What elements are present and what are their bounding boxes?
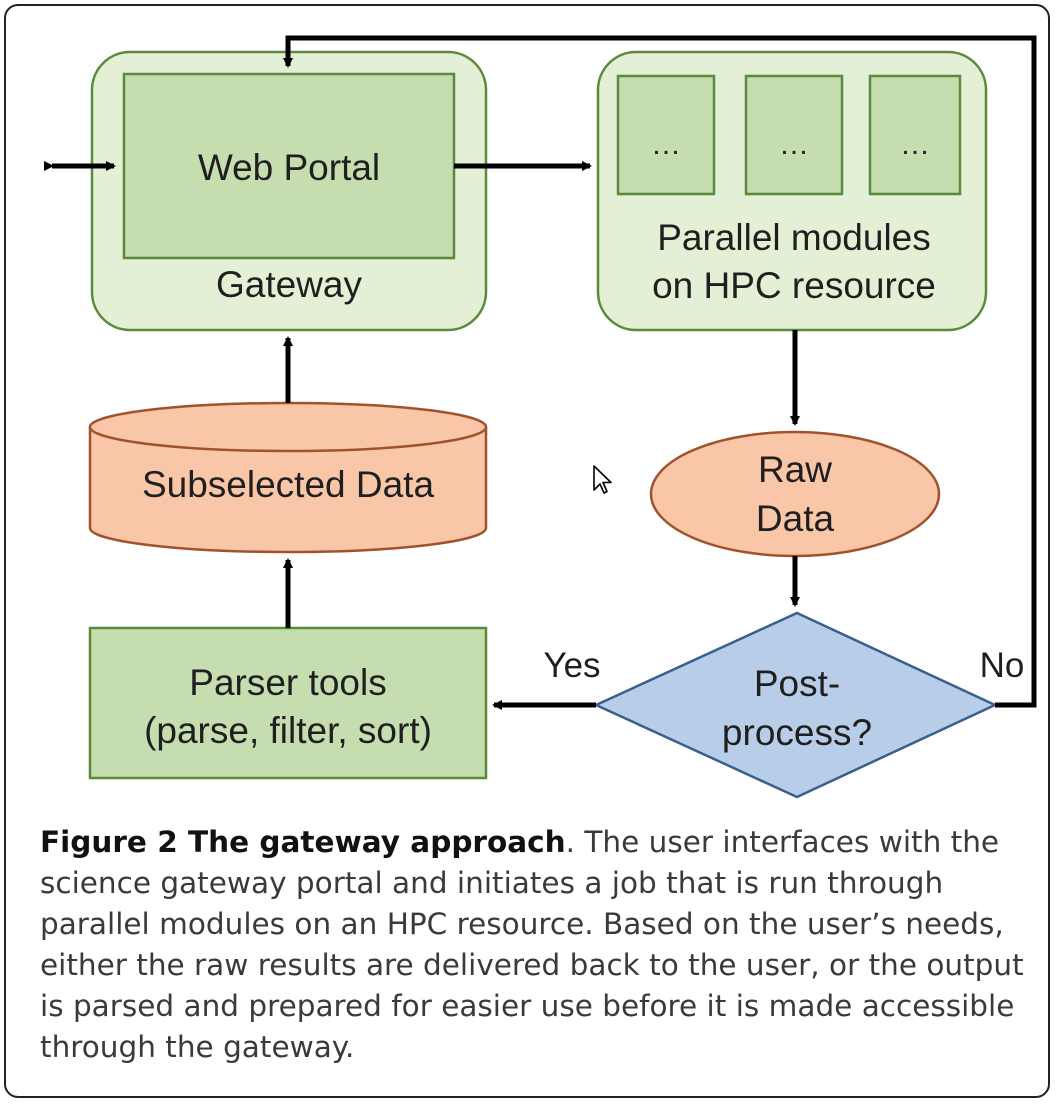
caption-line-2: science gateway portal and initiates a j…: [40, 866, 944, 900]
caption-text-1: . The user interfaces with the: [565, 825, 1000, 859]
arrows: [44, 35, 1037, 710]
post-process-decision: Post- process?: [592, 611, 998, 799]
subselected-data-cylinder: Subselected Data: [88, 401, 488, 554]
module-box-1: [616, 74, 716, 196]
hpc-label-line1: Parallel modules: [657, 217, 931, 258]
module-box-3: [868, 74, 962, 196]
caption-line-6: through the gateway.: [40, 1030, 355, 1064]
caption-line-4: either the raw results are delivered bac…: [40, 948, 1024, 982]
web-portal-label: Web Portal: [198, 147, 380, 188]
figure-caption: Figure 2 The gateway approach. The user …: [40, 822, 1050, 1068]
caption-title: Figure 2 The gateway approach: [40, 825, 566, 859]
parser-tools-label-line1: Parser tools: [189, 662, 386, 703]
module-ellipsis-1: …: [651, 128, 681, 161]
no-label: No: [980, 646, 1025, 685]
caption-line-3: parallel modules on an HPC resource. Bas…: [40, 907, 1004, 941]
caption-line-5: is parsed and prepared for easier use be…: [40, 989, 1015, 1023]
decision-label-line1: Post-: [754, 663, 840, 704]
hpc-box: … … … Parallel modules on HPC resource: [596, 50, 988, 332]
web-portal-box: [122, 72, 456, 260]
caption-line-1: Figure 2 The gateway approach. The user …: [40, 822, 1050, 863]
subselected-data-label: Subselected Data: [142, 464, 435, 505]
no-loop-arrow: [283, 35, 1037, 708]
parser-tools-label-line2: (parse, filter, sort): [144, 710, 432, 751]
module-ellipsis-3: …: [900, 128, 930, 161]
mouse-pointer-icon: [593, 465, 612, 494]
gateway-box: Web Portal Gateway: [90, 50, 488, 332]
yes-label: Yes: [543, 646, 600, 685]
module-box-2: [744, 74, 844, 196]
decision-label-line2: process?: [722, 712, 872, 753]
gateway-label: Gateway: [216, 264, 363, 305]
figure-frame: [4, 4, 1050, 1098]
parser-tools-box: Parser tools (parse, filter, sort): [88, 626, 488, 780]
raw-data-label-line2: Data: [756, 498, 835, 539]
hpc-label-line2: on HPC resource: [652, 265, 936, 306]
gateway-diagram: Web Portal Gateway … … … Parallel module…: [44, 35, 1037, 799]
module-ellipsis-2: …: [779, 128, 809, 161]
raw-data-ellipse: Raw Data: [649, 430, 941, 558]
raw-data-label-line1: Raw: [758, 449, 832, 490]
